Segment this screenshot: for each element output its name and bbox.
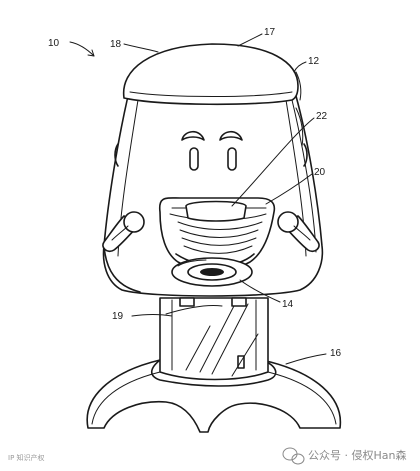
right-side-knob xyxy=(303,143,308,167)
watermark-left-logo: IP 知识产权 xyxy=(8,453,45,462)
ref-front-cup: 20 xyxy=(314,167,326,178)
wechat-icon xyxy=(282,447,305,465)
watermark-left: IP 知识产权 xyxy=(8,453,45,462)
dome xyxy=(122,43,302,106)
window xyxy=(185,200,247,222)
ref-outlet: 14 xyxy=(282,299,294,310)
ref-window: 22 xyxy=(316,111,328,122)
watermark-right: 公众号 · 侵权Han森 xyxy=(282,447,406,465)
left-side-knob xyxy=(114,143,119,167)
outlet xyxy=(171,257,253,287)
ref-device: 10 xyxy=(48,38,60,49)
left-brow-icon xyxy=(181,130,205,141)
ref-column: 19 xyxy=(112,311,124,322)
ref-dome: 17 xyxy=(264,27,276,38)
right-arm xyxy=(277,211,320,253)
face xyxy=(181,130,243,171)
ref-base: 16 xyxy=(330,348,342,359)
column xyxy=(159,297,269,381)
right-brow-icon xyxy=(219,130,243,141)
ref-dome-seam: 18 xyxy=(110,39,122,50)
watermark-right-text: 公众号 · 侵权Han森 xyxy=(308,448,406,462)
ref-housing: 12 xyxy=(308,56,320,67)
left-arm xyxy=(102,211,145,253)
reference-labels: 10 18 17 12 22 20 14 19 16 xyxy=(48,27,342,365)
front-cup xyxy=(158,197,276,271)
left-eye-icon xyxy=(189,147,199,171)
housing xyxy=(102,95,324,297)
right-eye-icon xyxy=(227,147,237,171)
